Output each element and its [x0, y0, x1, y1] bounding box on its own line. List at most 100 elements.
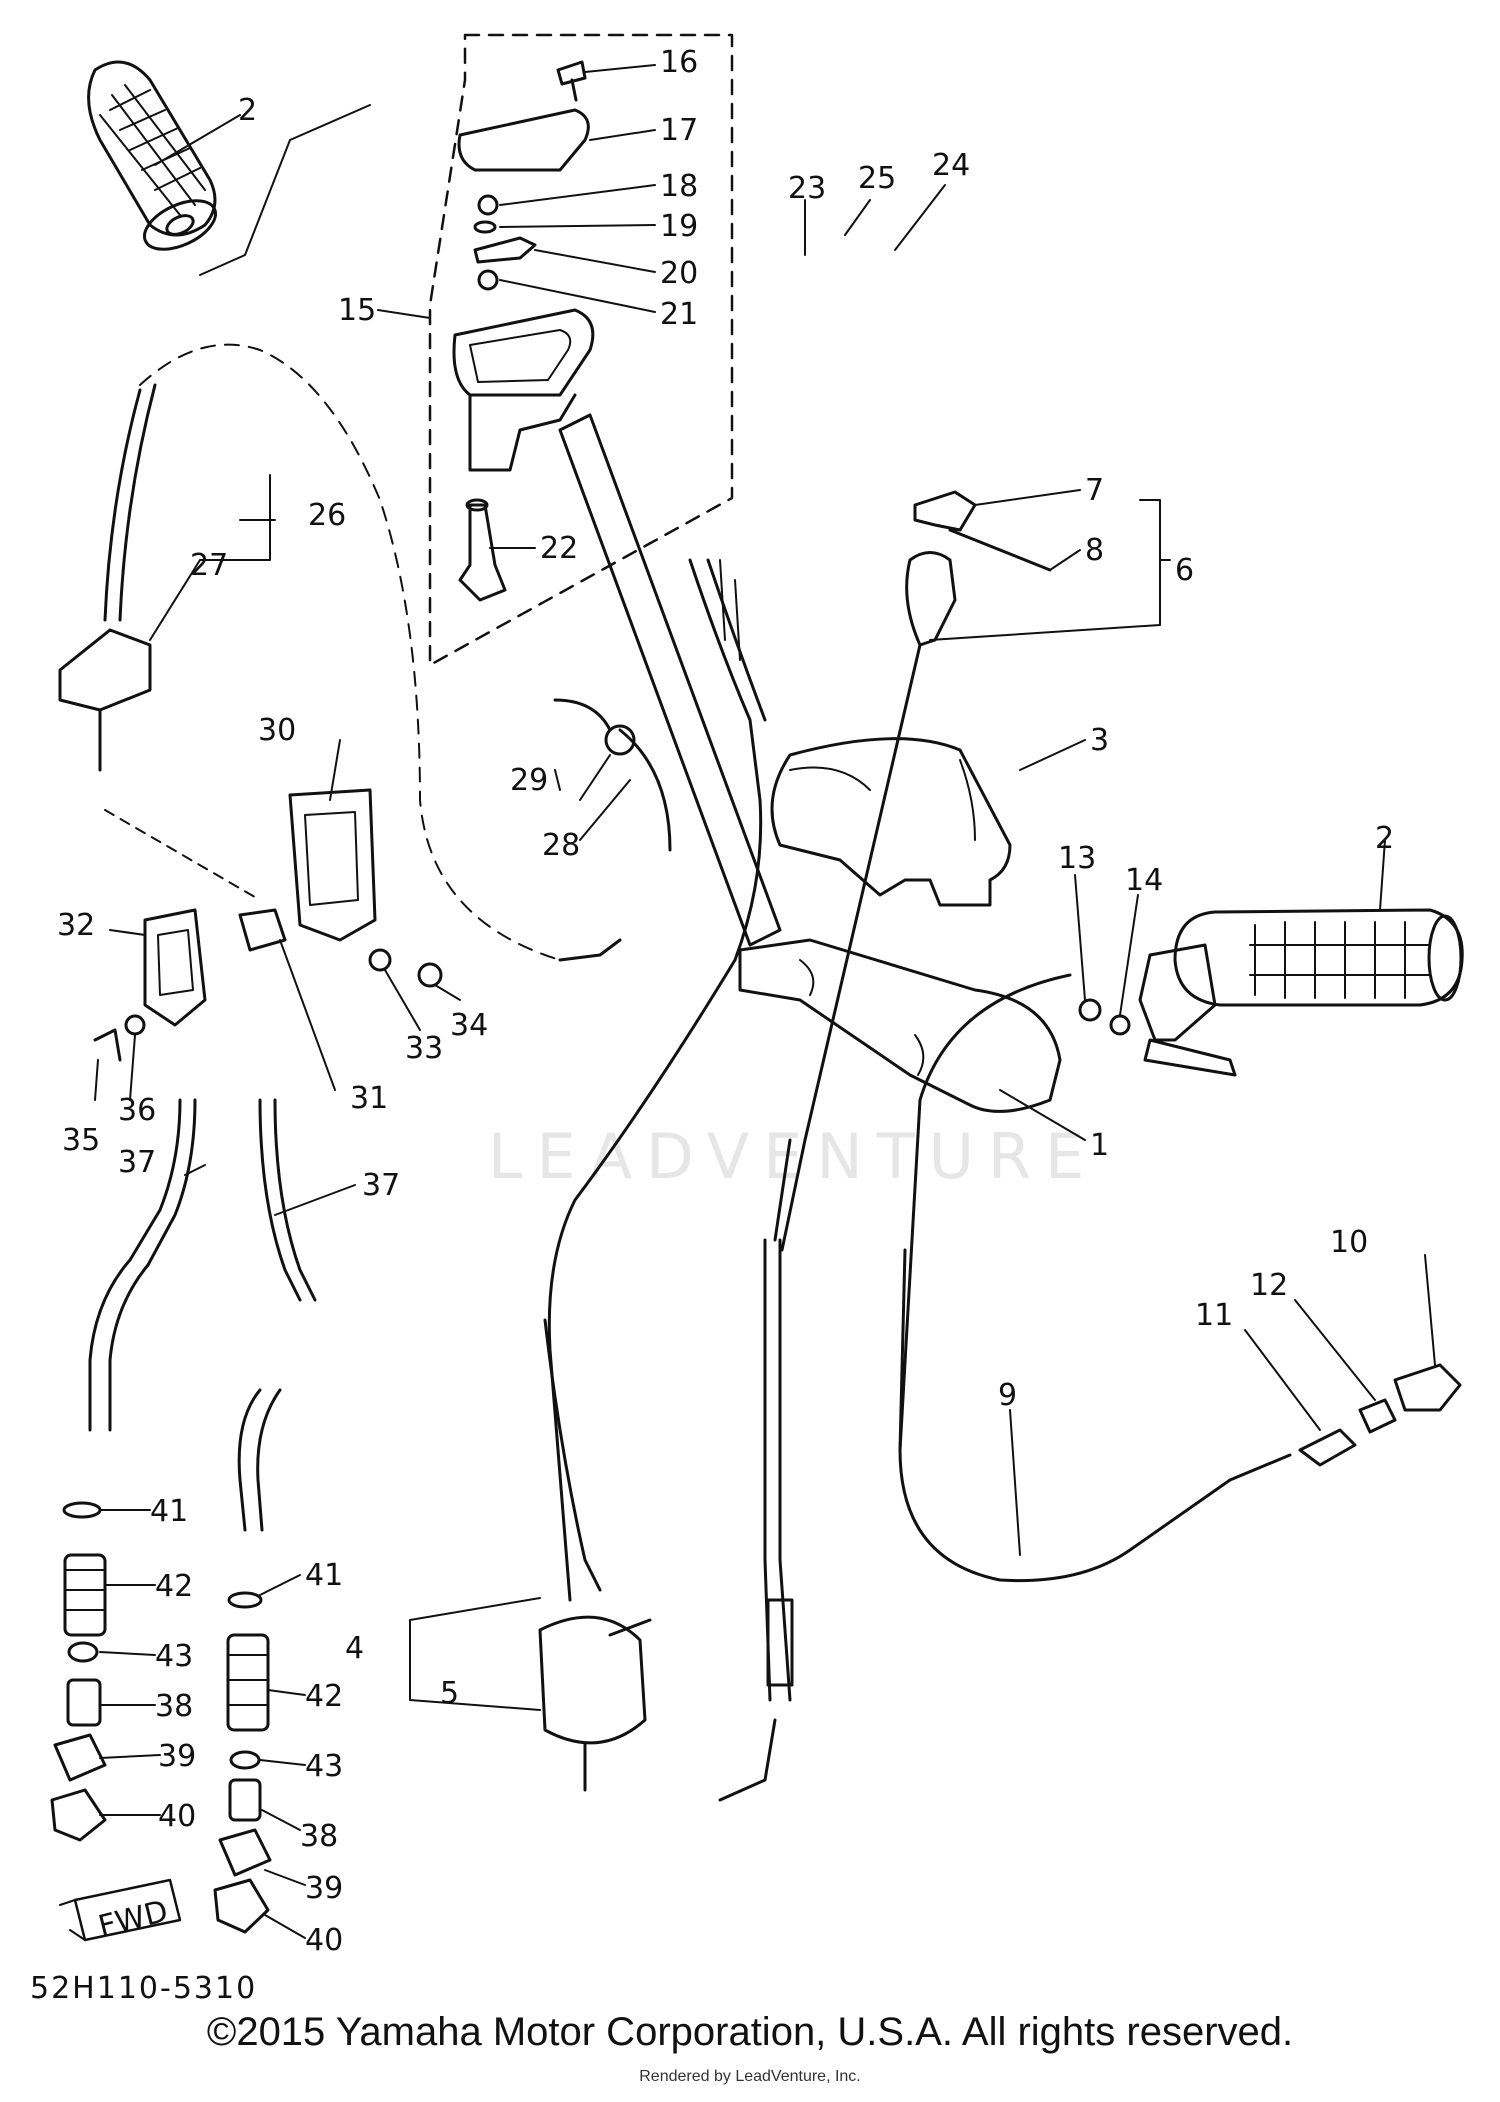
label-15: 15: [338, 293, 376, 328]
label-43-left: 43: [155, 1639, 193, 1674]
small-parts-16-21: [473, 60, 587, 291]
switch-30-inner: [304, 811, 359, 906]
choke-cable-26: [103, 383, 157, 622]
lever-pivot-22: [458, 498, 507, 602]
label-13: 13: [1058, 841, 1096, 876]
watermark: LEADVENTURE: [488, 1120, 1098, 1193]
cable-4: [547, 558, 767, 1602]
cable-4-lower: [543, 1318, 602, 1592]
label-9: 9: [998, 1378, 1017, 1413]
label-10: 10: [1330, 1225, 1368, 1260]
adjuster-5-tab: [608, 1618, 652, 1637]
label-33: 33: [405, 1031, 443, 1066]
spring-11: [1298, 1428, 1357, 1467]
throttle-tube: [558, 413, 782, 947]
label-24: 24: [932, 148, 970, 183]
grip-bracket: [199, 104, 371, 276]
label-27: 27: [190, 548, 228, 583]
label-2-left: 2: [238, 93, 257, 128]
plate-32-inner: [157, 929, 194, 996]
label-43-right: 43: [305, 1749, 343, 1784]
label-36: 36: [118, 1093, 156, 1128]
label-7: 7: [1085, 473, 1104, 508]
label-5: 5: [440, 1676, 459, 1711]
label-40-left: 40: [158, 1799, 196, 1834]
cable-9: [898, 973, 1232, 1583]
left-grip: [87, 60, 217, 251]
choke-lever-27: [58, 628, 152, 712]
label-31: 31: [350, 1081, 388, 1116]
cable-9-outer: [898, 1248, 907, 1452]
label-42-left: 42: [155, 1569, 193, 1604]
label-40-right: 40: [305, 1923, 343, 1958]
routing-fitting: [558, 938, 622, 962]
lever-7: [913, 490, 977, 532]
hose-lower-right: [237, 1388, 282, 1532]
leader-lines: [94, 64, 1436, 1939]
label-23: 23: [788, 171, 826, 206]
plate-32: [143, 908, 207, 1027]
switch-30: [288, 788, 377, 942]
label-16: 16: [660, 45, 698, 80]
adjuster-5: [538, 1615, 647, 1745]
fwd-label: FWD: [95, 1894, 171, 1945]
cable-4-top-fitting: [719, 559, 741, 661]
copyright-notice: ©2015 Yamaha Motor Corporation, U.S.A. A…: [206, 2010, 1294, 2054]
washer-36: [124, 1014, 146, 1036]
label-22: 22: [540, 531, 578, 566]
cable-6-sleeve: [766, 1598, 794, 1687]
screw-35: [93, 1028, 122, 1062]
label-26: 26: [308, 498, 346, 533]
pad-contours: [789, 759, 976, 841]
cable-6: [773, 643, 922, 1252]
label-17: 17: [660, 113, 698, 148]
rendered-by-credit: Rendered by LeadVenture, Inc.: [639, 2068, 861, 2085]
fwd-arrow: [59, 1878, 182, 1942]
label-35: 35: [62, 1123, 100, 1158]
label-34: 34: [450, 1008, 488, 1043]
label-28: 28: [542, 828, 580, 863]
throttle-housing: [452, 308, 595, 472]
hose-37-right: [258, 1098, 317, 1302]
stack-left: [50, 1501, 107, 1842]
handlebar-pad-3: [770, 737, 1012, 907]
cable-6-tip: [718, 1718, 777, 1802]
label-20: 20: [660, 256, 698, 291]
label-19: 19: [660, 209, 698, 244]
label-11: 11: [1195, 1298, 1233, 1333]
label-41-right: 41: [305, 1558, 343, 1593]
label-39-right: 39: [305, 1871, 343, 1906]
handlebar-clamps: [799, 959, 925, 1076]
label-8: 8: [1085, 533, 1104, 568]
adjuster-13: [1078, 998, 1102, 1022]
label-30: 30: [258, 713, 296, 748]
label-38-left: 38: [155, 1689, 193, 1724]
brake-lever-stub: [1143, 1038, 1237, 1077]
label-41-left: 41: [150, 1494, 188, 1529]
diagram-code: 52H110-5310: [30, 1971, 257, 2006]
bushing-12: [1358, 1398, 1397, 1434]
part-labels: 2 16 17 18 19 20 21 15 22 23 25 24 7 8 6…: [30, 45, 1394, 2006]
label-25: 25: [858, 161, 896, 196]
brake-housing: [1138, 943, 1217, 1042]
end-10: [1393, 1363, 1462, 1412]
nut-29: [604, 724, 636, 756]
label-14: 14: [1125, 863, 1163, 898]
handlebar-1: [738, 938, 1062, 1113]
cable-9-tip: [1228, 1453, 1292, 1482]
label-29: 29: [510, 763, 548, 798]
label-2-right: 2: [1375, 821, 1394, 856]
screw-33: [368, 948, 392, 972]
label-42-right: 42: [305, 1679, 343, 1714]
label-37-right: 37: [362, 1168, 400, 1203]
label-21: 21: [660, 297, 698, 332]
hose-37-left: [88, 1098, 197, 1432]
label-6: 6: [1175, 553, 1194, 588]
label-3: 3: [1090, 723, 1109, 758]
label-32: 32: [57, 908, 95, 943]
nut-14: [1109, 1014, 1131, 1036]
label-1: 1: [1090, 1128, 1109, 1163]
line-28: [553, 698, 672, 852]
